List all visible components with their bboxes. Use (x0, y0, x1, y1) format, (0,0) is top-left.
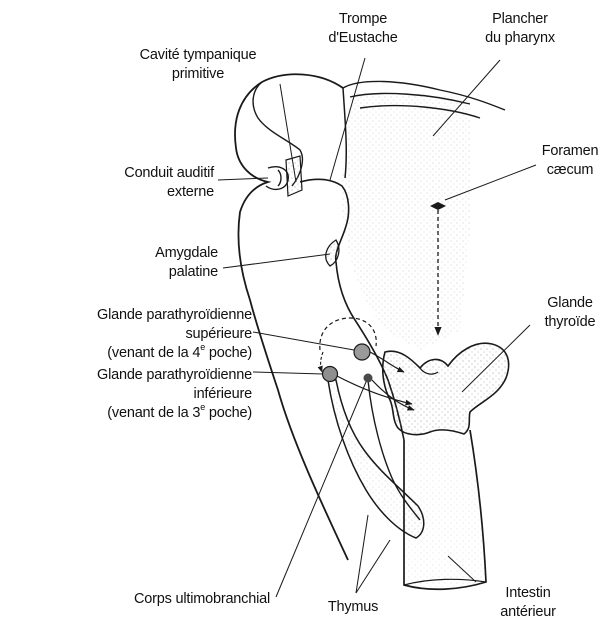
palatine-tonsil (326, 240, 339, 266)
label-corps-ultimobranchial: Corps ultimobranchial (70, 590, 270, 609)
ultimobranchial-body (364, 374, 373, 383)
label-conduit-auditif: Conduit auditif externe (92, 164, 214, 202)
label-glande-thyroide: Glande thyroïde (530, 294, 610, 332)
label-cavite-tympanique: Cavité tympanique primitive (118, 46, 278, 84)
superior-parathyroid (354, 344, 370, 360)
pharynx-floor-surface (340, 91, 470, 350)
label-parathyroide-superieure: Glande parathyroïdienne supérieure (vena… (4, 306, 252, 363)
external-ear-canal (266, 167, 288, 190)
label-foramen-caecum: Foramen cæcum (530, 142, 610, 180)
label-amygdale-palatine: Amygdale palatine (100, 244, 218, 282)
inferior-parathyroid (323, 367, 338, 382)
label-trompe-eustache: Trompe d'Eustache (318, 10, 408, 48)
thyroid-gland (383, 343, 509, 434)
label-parathyroide-inferieure: Glande parathyroïdienne inférieure (vena… (4, 366, 252, 423)
label-intestin-anterieur: Intestin antérieur (480, 584, 576, 622)
label-plancher-pharynx: Plancher du pharynx (465, 10, 575, 48)
label-thymus: Thymus (318, 598, 388, 617)
